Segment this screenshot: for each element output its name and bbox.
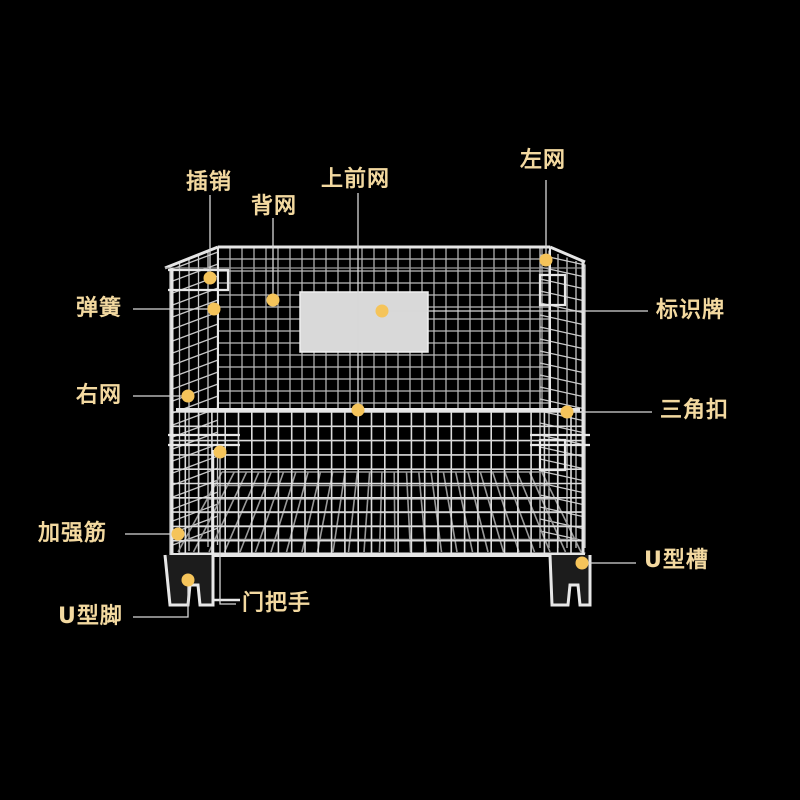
left-side-wire (169, 371, 219, 391)
label-u-foot: U型脚 (58, 604, 123, 629)
label-right-mesh: 右网 (76, 383, 123, 408)
callout-dot-upper-front-mesh (351, 403, 365, 417)
left-side-wire (169, 359, 219, 379)
right-side-wire (539, 326, 586, 338)
door-handle-rod (211, 450, 240, 602)
leader-lines (125, 180, 652, 618)
right-side-wire (539, 482, 586, 494)
right-side-wire (539, 386, 586, 398)
callout-dot-id-plate (375, 304, 389, 318)
callout-dot-triangle-buckle (560, 405, 574, 419)
door-hinge-left (168, 433, 240, 447)
left-side-wire (169, 443, 219, 463)
right-side-wire (539, 458, 586, 470)
label-id-plate: 标识牌 (656, 298, 726, 323)
callout-dot-spring (207, 302, 221, 316)
cage-frame (164, 245, 586, 557)
left-side-wire (169, 311, 219, 331)
label-back-mesh: 背网 (251, 194, 298, 219)
left-side-wire (169, 455, 219, 475)
right-side-wire (539, 266, 586, 278)
right-side-wire (539, 422, 586, 434)
label-left-mesh: 左网 (520, 148, 567, 173)
left-side-wire (169, 383, 219, 403)
right-side-wire (539, 494, 586, 506)
right-side-wire (539, 374, 586, 386)
leader-door-handle (219, 452, 236, 605)
label-door-handle: 门把手 (242, 591, 312, 616)
right-side-wire (539, 290, 586, 302)
callout-dot-door-handle (213, 445, 227, 459)
right-side-wire (539, 350, 586, 362)
right-side-wire (539, 518, 586, 530)
id-plate-sign (299, 291, 429, 353)
callout-dots (171, 253, 589, 587)
right-side-mesh (539, 247, 586, 548)
label-triangle-buckle: 三角扣 (660, 398, 730, 423)
label-insert-pin: 插销 (186, 170, 233, 195)
right-side-wire (539, 278, 586, 290)
right-side-wire (539, 362, 586, 374)
left-side-wire (169, 503, 219, 523)
left-side-wire (169, 347, 219, 367)
callout-dot-back-mesh (266, 293, 280, 307)
callout-dot-u-channel (575, 556, 589, 570)
right-side-wire (539, 314, 586, 326)
label-upper-front-mesh: 上前网 (321, 167, 391, 192)
callout-dot-reinforcing-rib (171, 527, 185, 541)
left-mesh-latch (538, 273, 567, 307)
callout-dot-left-mesh (539, 253, 553, 267)
front-lower-mesh (171, 411, 584, 556)
callout-dot-right-mesh (181, 389, 195, 403)
lower-latch-right (538, 438, 567, 472)
right-side-wire (539, 398, 586, 410)
right-side-wire (539, 338, 586, 350)
label-u-channel: U型槽 (644, 548, 709, 573)
right-side-wire (539, 470, 586, 482)
spring-loop (168, 268, 230, 292)
left-side-wire (169, 335, 219, 355)
leader-u-foot (133, 580, 189, 618)
left-side-wire (169, 323, 219, 343)
frame-top-right (549, 245, 586, 264)
label-spring: 弹簧 (76, 296, 123, 321)
label-reinforcing-rib: 加强筋 (38, 521, 108, 546)
callout-dot-u-foot (181, 573, 195, 587)
left-side-wire (169, 527, 219, 547)
left-side-mesh (169, 247, 219, 555)
callout-dot-insert-pin (203, 271, 217, 285)
frame-top-left (164, 245, 219, 270)
